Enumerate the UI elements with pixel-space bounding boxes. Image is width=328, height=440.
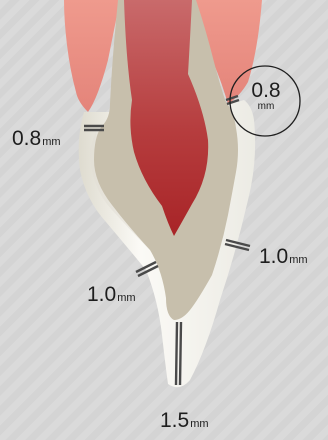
label-incisal-unit: mm <box>190 418 208 430</box>
label-axial-left: 1.0mm <box>87 284 136 305</box>
label-cervical-left-value: 0.8 <box>12 127 41 150</box>
label-incisal-value: 1.5 <box>160 409 189 432</box>
label-axial-right-unit: mm <box>289 254 307 266</box>
label-cervical-left-unit: mm <box>42 136 60 148</box>
label-cervical-right-circled: 0.8 mm <box>238 80 294 112</box>
label-axial-left-unit: mm <box>117 292 135 304</box>
label-cervical-right-unit: mm <box>238 102 294 112</box>
label-axial-right-value: 1.0 <box>259 245 288 268</box>
label-cervical-left: 0.8mm <box>12 128 61 149</box>
label-cervical-right-value: 0.8 <box>238 80 294 101</box>
label-axial-right: 1.0mm <box>259 246 308 267</box>
label-incisal: 1.5mm <box>160 410 209 431</box>
label-axial-left-value: 1.0 <box>87 283 116 306</box>
